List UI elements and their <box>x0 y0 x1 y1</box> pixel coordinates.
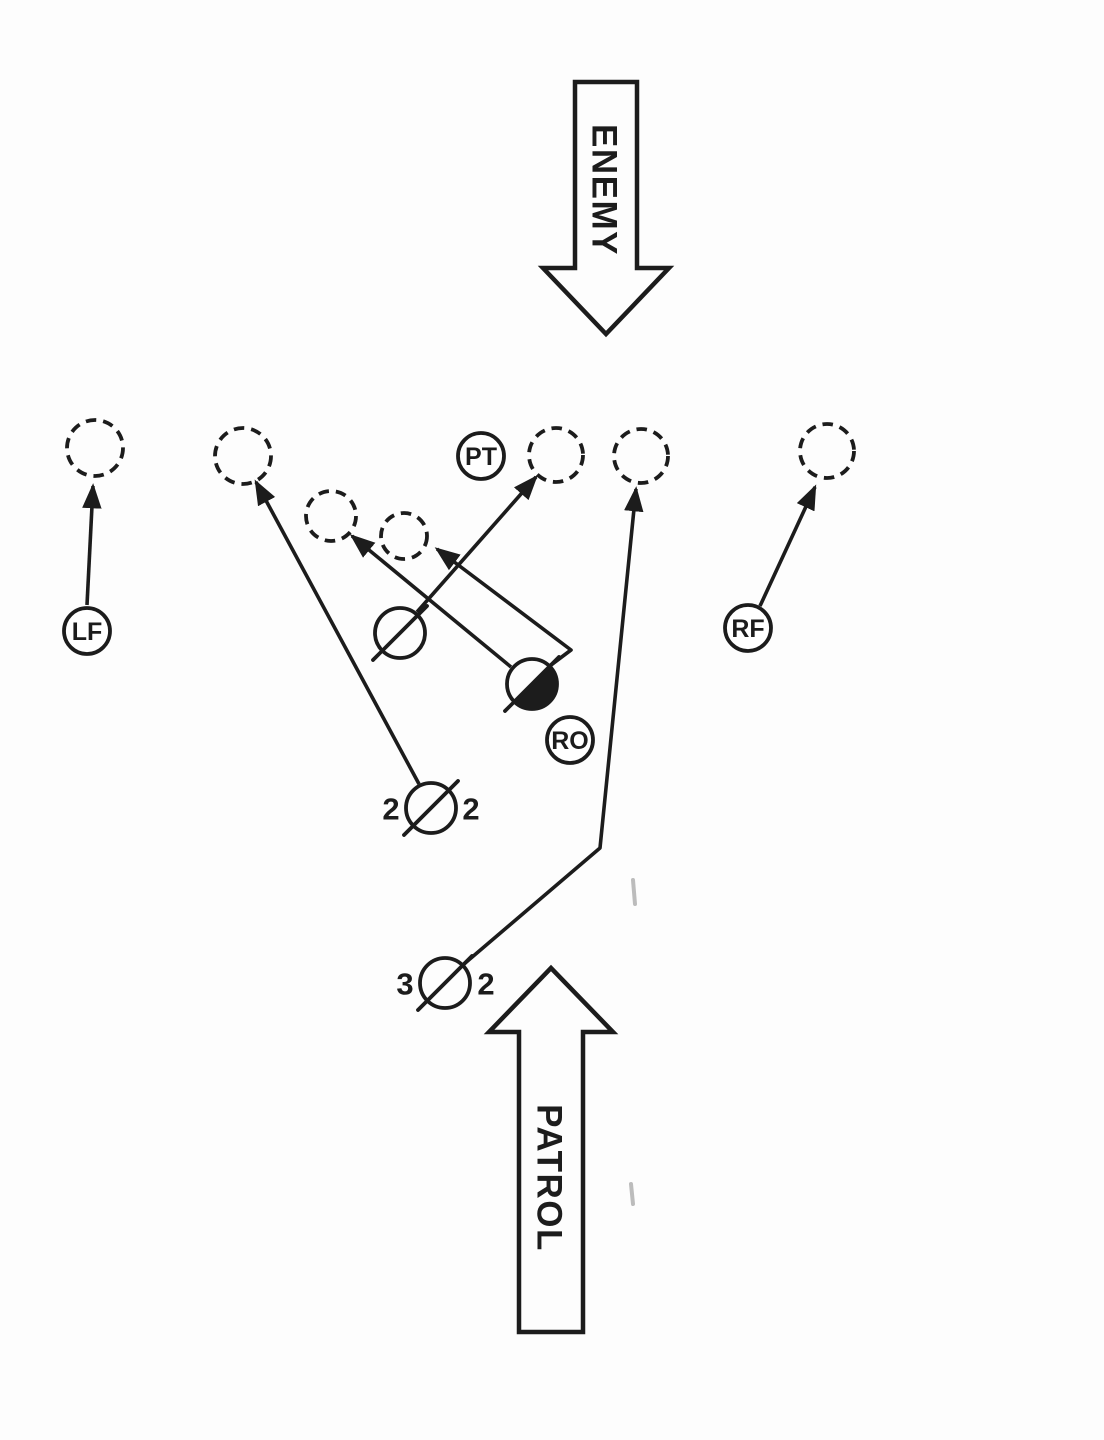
enemy-arrow-label: ENEMY <box>585 124 624 256</box>
lf-marker-label: LF <box>72 618 103 646</box>
planned-position-left <box>213 426 273 486</box>
ro-team-symbol-half-filled <box>503 655 561 713</box>
enemy-direction-arrow: ENEMY <box>537 79 675 338</box>
lf-movement-arrow <box>82 483 102 606</box>
ro-team-slash <box>503 655 561 713</box>
pt-marker: PT <box>456 431 506 481</box>
lf-marker: LF <box>62 606 112 656</box>
team-symbol-open-slash <box>371 604 429 662</box>
team-3-2-left-count: 3 <box>396 967 413 1002</box>
patrol-arrow-label: PATROL <box>530 1104 569 1252</box>
patrol-arrow-shape <box>483 964 619 1335</box>
planned-position-far-left <box>65 418 125 478</box>
pt-marker-circle <box>456 431 506 481</box>
ro-marker-circle <box>545 715 595 765</box>
team-2-2-slash <box>402 779 460 837</box>
team-3-2-symbol: 3 2 <box>396 954 495 1012</box>
team-2-2-right-count: 2 <box>462 792 479 827</box>
rf-marker-circle <box>723 603 773 653</box>
team-3-2-slash <box>416 954 474 1012</box>
pt-marker-label: PT <box>465 443 497 471</box>
ro-marker-label: RO <box>551 727 589 755</box>
rf-movement-arrow <box>758 484 817 607</box>
team-2-2-symbol: 2 2 <box>382 779 480 837</box>
team-a-movement-arrow <box>415 474 538 614</box>
team-symbol-open <box>371 604 429 662</box>
team-2-2-left-count: 2 <box>382 792 399 827</box>
team-3-2-movement-arrow <box>462 486 644 966</box>
patrol-direction-arrow: PATROL <box>483 964 619 1335</box>
team-2-2-movement-arrow <box>254 479 421 785</box>
ro-team-movement-arrow-left <box>349 534 513 669</box>
planned-position-mid-right <box>527 426 585 484</box>
planned-position-far-right <box>798 422 856 480</box>
scan-artifact-mark <box>629 1182 635 1206</box>
ro-marker: RO <box>545 715 595 765</box>
team-3-2-right-count: 2 <box>477 967 494 1002</box>
enemy-arrow-shape <box>537 79 675 338</box>
planned-position-right <box>612 427 670 485</box>
rf-marker: RF <box>723 603 773 653</box>
lf-marker-circle <box>62 606 112 656</box>
scan-artifact-mark <box>631 878 637 906</box>
ro-team-fill <box>514 666 558 710</box>
planned-position-mid-left <box>304 489 358 543</box>
rf-marker-label: RF <box>731 615 764 643</box>
planned-position-mid <box>379 511 429 561</box>
